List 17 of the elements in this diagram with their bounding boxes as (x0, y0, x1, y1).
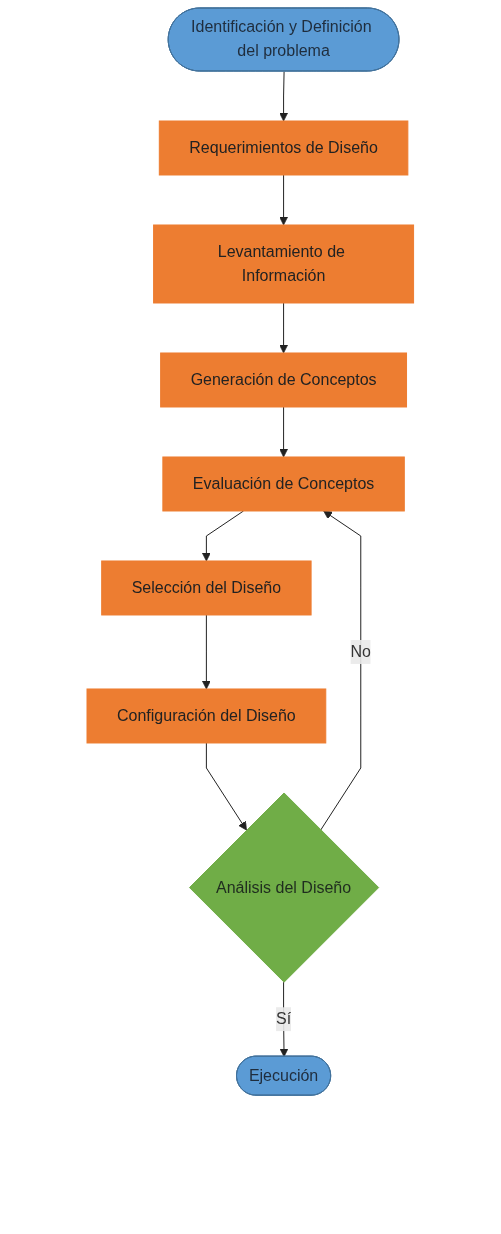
node-box: Requerimientos de Diseño (159, 120, 409, 176)
node-box: Generación de Conceptos (160, 352, 408, 408)
arrow (279, 71, 289, 122)
arrow (320, 510, 362, 831)
arrow (279, 174, 289, 226)
arrow (279, 406, 289, 458)
node-box: Selección del Diseño (101, 560, 312, 616)
node-box: Levantamiento de Información (153, 224, 415, 304)
edge-label: No (350, 642, 372, 660)
edge-label: Sí (276, 1010, 292, 1028)
arrow (202, 510, 245, 562)
arrow (206, 742, 248, 831)
node-box: Evaluación de Conceptos (162, 456, 405, 512)
arrow (202, 614, 211, 690)
node-diamond: Análisis del Diseño (189, 792, 380, 983)
arrow (279, 302, 289, 354)
node-box: Configuración del Diseño (86, 688, 327, 744)
